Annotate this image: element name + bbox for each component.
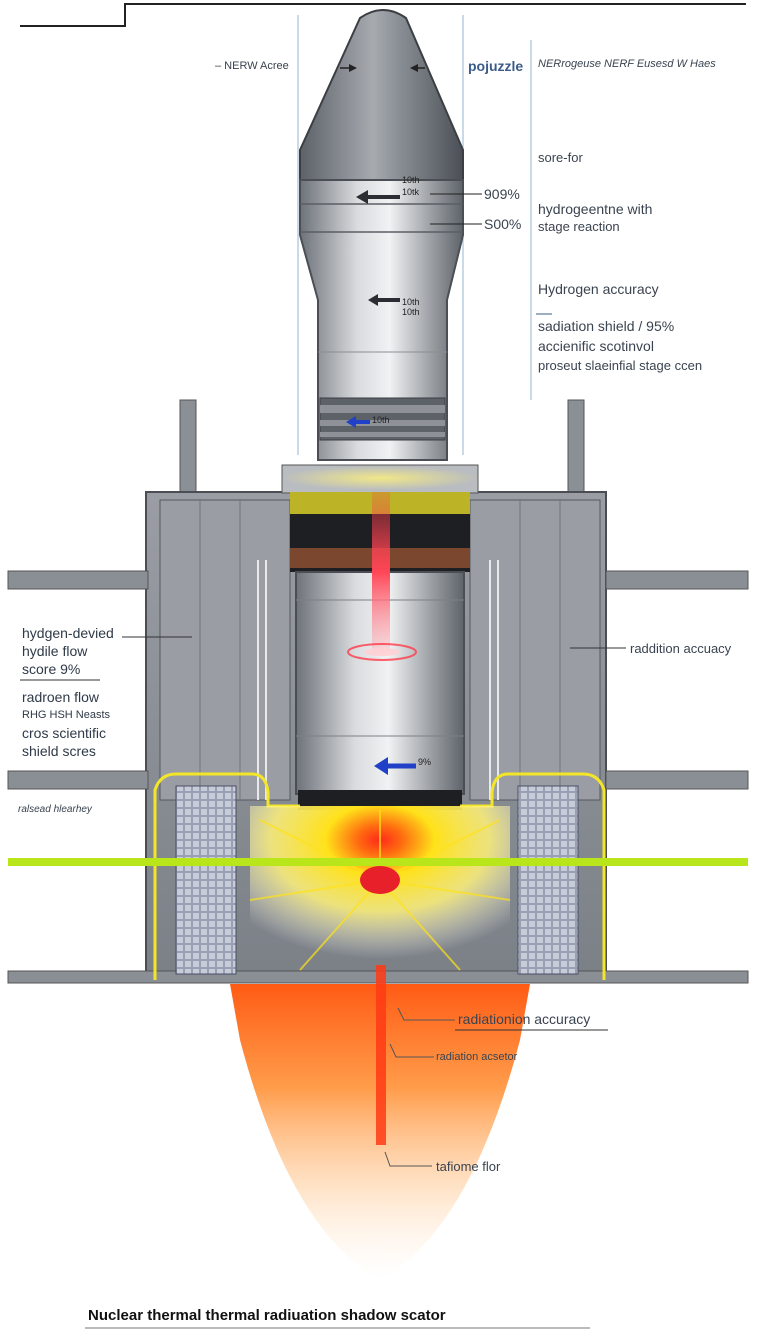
shield-grid-right — [517, 785, 579, 975]
left-note-1: hydgen-devied — [22, 625, 114, 641]
nose-arrow-upper — [356, 190, 400, 204]
core-arrow — [374, 757, 416, 775]
ring-arrow — [346, 416, 370, 428]
note-hydrogen-2: stage reaction — [538, 219, 620, 234]
note-shield-1: sadiation shield / 95% — [538, 318, 675, 334]
exhaust-note-c: tafiome flor — [436, 1159, 501, 1174]
left-notes-block: hydgen-devied hydile flow score 9% — [22, 624, 114, 678]
green-line — [8, 858, 748, 866]
nose-pct-upper: 909% — [484, 186, 520, 202]
shield-grid-left — [175, 785, 237, 975]
nose-tag-f: 9% — [418, 757, 432, 767]
nose-tag-d: 10th — [402, 307, 420, 317]
rocket-body — [299, 179, 464, 461]
left-note-5: RHG HSH Neasts — [22, 709, 111, 721]
note-accuracy: Hydrogen accuracy — [538, 281, 659, 297]
nose-pct-lower: S00% — [484, 216, 522, 232]
note-shield-2: accienific scotinvol — [538, 338, 654, 354]
nose-tag-c: 10th — [402, 297, 420, 307]
nose-cone — [299, 9, 464, 181]
note-score: sore-for — [538, 150, 583, 165]
left-note-6: cros scientific — [22, 725, 107, 741]
left-notes-block-2: radroen flow RHG HSH Neasts cros scienti… — [22, 688, 110, 760]
left-note-2: hydile flow — [22, 643, 88, 659]
exhaust-note-a: radiationion accuracy — [458, 1011, 591, 1027]
left-note-italic: ralsead hlearhey — [18, 804, 92, 815]
left-note-7: shield scres — [22, 743, 96, 759]
note-hydrogen-1: hydrogeentne with — [538, 201, 653, 217]
nose-tag-b: 10tk — [402, 187, 420, 197]
left-note-3: score 9% — [22, 661, 81, 677]
label-top-left: – NERW Acree — [215, 60, 289, 72]
nose-arrow-mid — [368, 294, 400, 306]
note-shield-3: proseut slaeinfial stage ccen — [538, 358, 703, 373]
frame-line — [20, 3, 746, 27]
note-radiation-accuracy: raddition accuacy — [630, 641, 732, 656]
label-top-right: NERrogeuse NERF Eusesd W Haes — [538, 58, 716, 70]
diagram-caption: Nuclear thermal thermal radiuation shado… — [88, 1307, 446, 1324]
nose-tag-a: 10th — [402, 175, 420, 185]
label-top-center: pojuzzle — [468, 58, 524, 74]
nose-tag-e: 10th — [372, 415, 390, 425]
energy-beam — [372, 492, 390, 652]
exhaust-note-b: radiation acsetor — [436, 1051, 518, 1063]
left-note-4: radroen flow — [22, 689, 100, 705]
